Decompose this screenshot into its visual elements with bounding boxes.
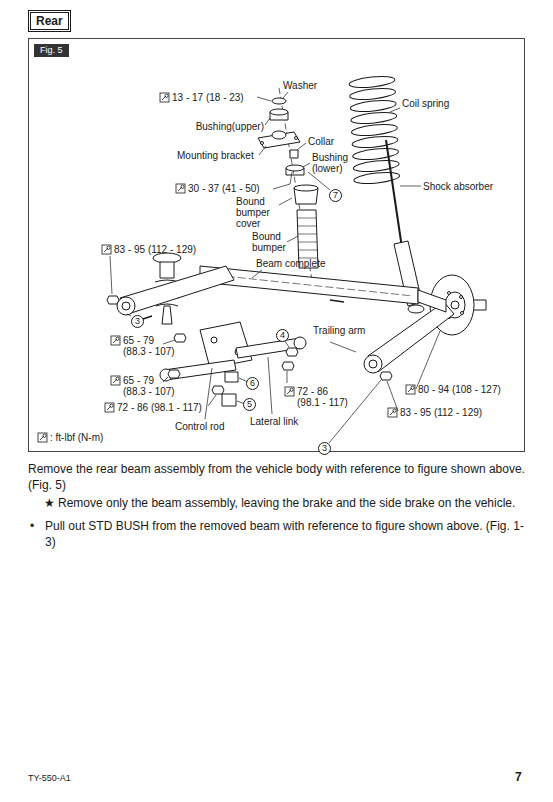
instruction-text: Remove the rear beam assembly from the v… [28, 462, 525, 493]
part-name: Washer [283, 80, 317, 91]
torque-symbol [176, 184, 185, 193]
torque-symbol [160, 93, 169, 102]
torque-value: 65 - 79 (88.3 - 107) [123, 335, 177, 357]
callout-number: 3 [131, 315, 144, 328]
torque-value: 72 - 86 (98.1 - 117) [117, 402, 202, 413]
torque-value: 72 - 86 (98.1 - 117) [297, 386, 351, 408]
part-name: Control rod [175, 421, 224, 432]
torque-symbol [102, 245, 111, 254]
coil-winding [349, 75, 396, 90]
torque-value: 13 - 17 (18 - 23) [172, 92, 244, 103]
coil-winding [352, 135, 399, 150]
section-heading-box: Rear [28, 10, 71, 32]
part-name: Lateral link [250, 416, 298, 427]
part-name: Bound bumper cover [236, 196, 278, 229]
torque-symbol [111, 336, 120, 345]
torque-symbol [105, 403, 114, 412]
part-name: Bushing (lower) [312, 152, 352, 174]
coil-winding [349, 87, 396, 102]
part-name: Shock absorber [423, 181, 493, 192]
part-name: Bushing(upper) [180, 121, 264, 132]
note-text: Remove only the beam assembly, leaving t… [58, 496, 528, 512]
torque-symbol [285, 387, 294, 396]
coil-winding [352, 147, 399, 162]
torque-value: 83 - 95 (112 - 129) [114, 244, 196, 255]
coil-winding [350, 99, 397, 114]
torque-symbol [38, 433, 47, 442]
unit-legend: : ft-lbf (N-m) [50, 432, 103, 443]
torque-symbol [388, 408, 397, 417]
coil-winding [350, 111, 397, 126]
coil-winding [353, 159, 400, 174]
callout-number: 6 [246, 377, 259, 390]
part-name: Trailing arm [313, 325, 365, 336]
bullet: • [30, 519, 34, 535]
note-star: ★ [44, 496, 55, 512]
torque-symbol [406, 385, 415, 394]
part-name: Coil spring [402, 98, 449, 109]
instruction-text: Pull out STD BUSH from the removed beam … [45, 519, 525, 550]
torque-value: 80 - 94 (108 - 127) [418, 384, 501, 395]
section-title: Rear [36, 14, 63, 28]
callout-number: 7 [329, 189, 342, 202]
coil-winding [351, 123, 398, 138]
figure-tab: Fig. 5 [34, 44, 69, 57]
callout-number: 4 [276, 329, 289, 342]
document-code: TY-550-A1 [28, 774, 71, 784]
part-name: Mounting bracket [177, 150, 254, 161]
part-name: Beam complete [256, 258, 325, 269]
torque-value: 83 - 95 (112 - 129) [400, 407, 482, 418]
torque-value: 30 - 37 (41 - 50) [188, 183, 260, 194]
callout-number: 3 [318, 442, 331, 455]
torque-value: 65 - 79 (88.3 - 107) [123, 375, 177, 397]
part-name: Bound bumper [252, 231, 292, 253]
page-number: 7 [515, 771, 522, 784]
callout-number: 5 [243, 398, 256, 411]
part-name: Collar [308, 136, 334, 147]
torque-symbol [111, 376, 120, 385]
